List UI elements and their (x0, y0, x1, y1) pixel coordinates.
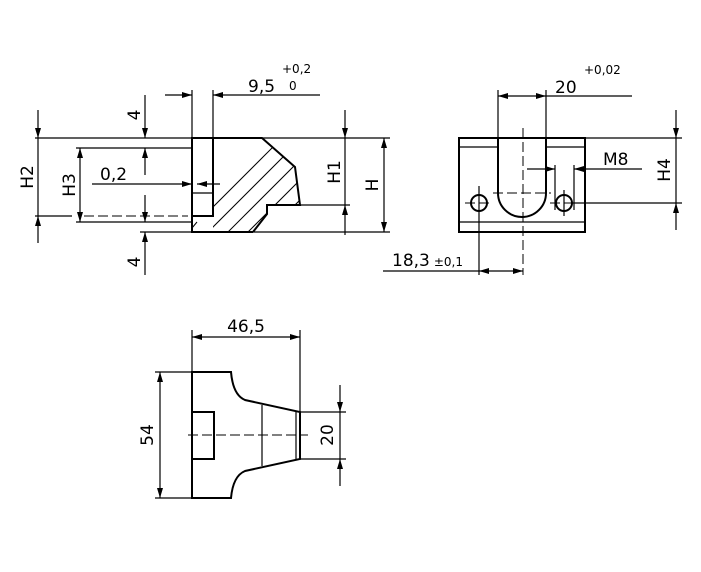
dim-height-label: 54 (138, 424, 158, 446)
label-h3: H3 (60, 173, 80, 197)
thread-label: M8 (603, 150, 628, 170)
label-h4: H4 (655, 158, 675, 182)
tol-upper: +0,2 (282, 62, 311, 76)
dim-gap-label: 0,2 (100, 165, 127, 185)
top-view: 46,5 54 20 (138, 317, 346, 499)
front-outline (458, 137, 586, 233)
tol-lower: 0 (289, 79, 297, 93)
dim-tip-label: 20 (318, 424, 338, 446)
dim-top-offset: 4 (125, 110, 145, 121)
dim-offset-tol: ±0,1 (434, 255, 463, 269)
dim-offset: 18,3 ±0,1 (392, 251, 463, 271)
label-h1: H1 (325, 160, 345, 184)
u-slot (497, 138, 547, 218)
dim-slot-label: 20 (555, 78, 577, 98)
body-outline (191, 137, 302, 233)
hatch-fragment (191, 221, 198, 229)
front-view: 20 +0,02 M8 H4 18,3 ±0,1 (383, 63, 682, 275)
dim-width-label: 9,5 (248, 77, 275, 97)
slot-outline (191, 137, 214, 217)
dim-bottom-offset: 4 (125, 257, 145, 268)
label-h: H (363, 179, 383, 192)
dim-length-label: 46,5 (227, 317, 265, 337)
side-view: 9,5 +0,2 0 4 4 0,2 H2 H3 H1 H (18, 62, 390, 275)
dim-offset-value: 18,3 (392, 251, 430, 271)
label-h2: H2 (18, 165, 38, 189)
tol-slot: +0,02 (584, 63, 621, 77)
